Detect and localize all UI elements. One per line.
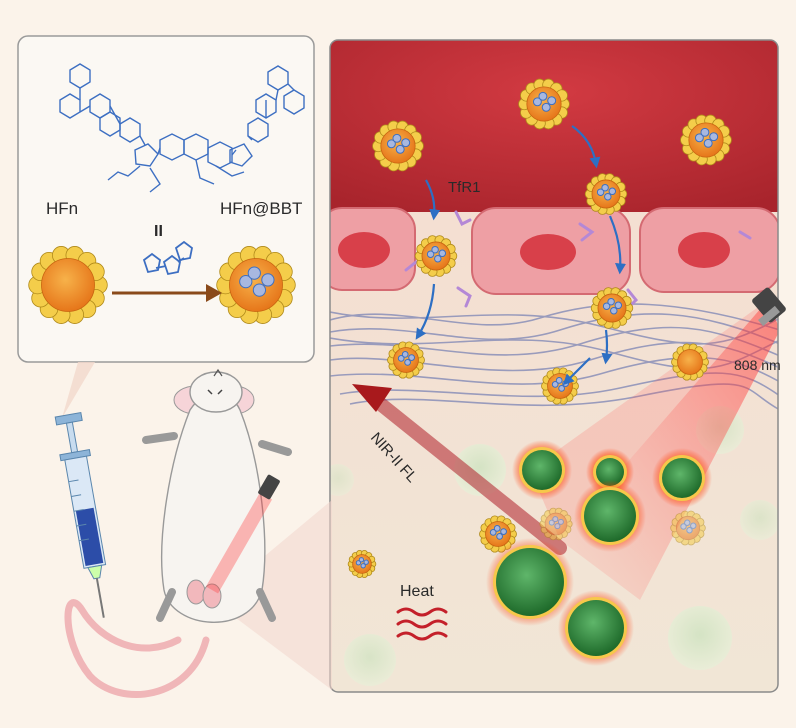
hfn-bbt-nanoparticle xyxy=(518,78,570,130)
hfn-bbt-nanoparticle xyxy=(670,510,706,546)
inset-callout xyxy=(62,362,95,418)
hfn-bbt-nanoparticle xyxy=(584,173,628,215)
transport-arrows xyxy=(415,125,626,386)
bbt-small-molecule-icon xyxy=(142,240,193,276)
tumor-cell-nucleus xyxy=(662,458,702,498)
hfn-bbt-nanoparticle xyxy=(216,246,296,324)
laser-emitter-icon xyxy=(752,287,786,327)
hfn-bbt-nanoparticle xyxy=(590,287,634,329)
bbt-molecule-structure xyxy=(59,63,305,193)
hfn-bbt-nanoparticle xyxy=(372,120,424,172)
tumor-cells xyxy=(486,440,712,666)
label-ii: II xyxy=(154,223,163,240)
endothelial-nucleus xyxy=(678,232,730,268)
tumor-cell-nucleus xyxy=(522,450,562,490)
hfn-bbt-nanoparticle xyxy=(347,549,377,579)
hfn-nanoparticle xyxy=(28,246,108,324)
tumor-cell-nucleus xyxy=(496,548,564,616)
endothelial-layer xyxy=(330,207,778,295)
hfn-nanoparticle xyxy=(671,343,709,381)
syringe-icon xyxy=(54,411,107,618)
heat-icon xyxy=(396,607,448,641)
tumor-cell-nucleus xyxy=(596,458,624,486)
mouse-illustration xyxy=(64,368,292,698)
hfn-bbt-nanoparticle xyxy=(680,114,732,166)
label-hfn-bbt: HFn@BBT xyxy=(220,199,302,218)
endothelial-nucleus xyxy=(520,234,576,270)
label-heat: Heat xyxy=(400,583,434,600)
label-hfn: HFn xyxy=(46,199,78,218)
nir-ii-arrow-head xyxy=(352,384,392,412)
hfn-bbt-nanoparticle xyxy=(414,235,458,277)
hfn-bbt-nanoparticle xyxy=(216,246,296,324)
hfn-bbt-nanoparticle xyxy=(541,367,579,405)
hfn-bbt-nanoparticle xyxy=(539,507,573,541)
tumor-cell-nucleus xyxy=(584,490,636,542)
tumor-callout xyxy=(212,500,332,690)
hfn-bbt-nanoparticle xyxy=(387,341,425,379)
nanoparticle-group xyxy=(347,78,732,579)
label-laser-wavelength: 808 nm xyxy=(734,357,781,373)
endothelial-nucleus xyxy=(338,232,390,268)
label-tfr1: TfR1 xyxy=(448,179,481,196)
hfn-nanoparticle xyxy=(28,246,108,324)
tumor-cell-nucleus xyxy=(568,600,624,656)
loading-arrow-head xyxy=(206,284,222,302)
nir-ii-arrow xyxy=(371,395,567,555)
